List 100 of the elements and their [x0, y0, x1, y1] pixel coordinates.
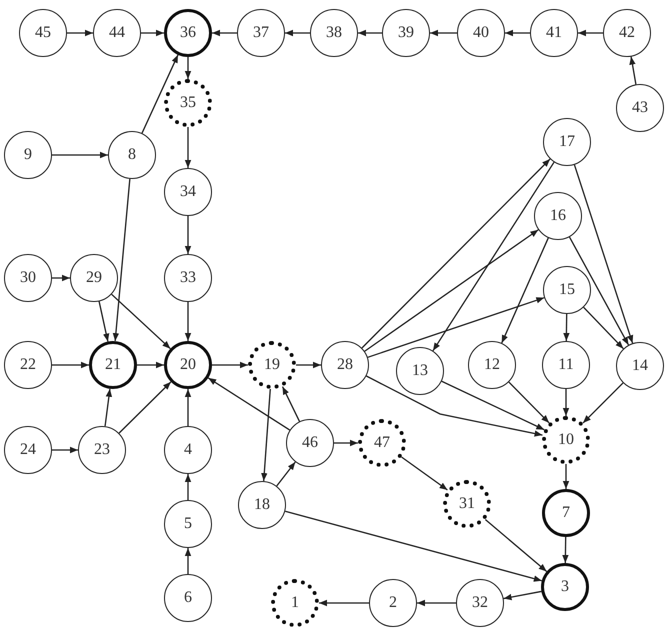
arrow: [118, 381, 172, 434]
arrow: [52, 152, 108, 158]
graph-node-circle: [468, 341, 516, 389]
arrow: [358, 30, 382, 36]
graph-node-circle: [4, 131, 52, 179]
node-label: 28: [337, 356, 353, 374]
arrow: [52, 446, 78, 454]
graph-node-circle: [456, 579, 504, 627]
node-label: 31: [459, 495, 475, 513]
node-label: 22: [20, 356, 36, 374]
node-label: 3: [561, 578, 569, 596]
graph-node-circle: [382, 9, 430, 57]
node-label: 36: [180, 24, 196, 42]
graph-node-circle: [164, 341, 212, 389]
arrow: [366, 375, 543, 437]
node-label: 30: [20, 269, 36, 287]
arrow: [184, 216, 192, 254]
arrow: [104, 388, 112, 426]
arrow: [441, 380, 545, 430]
graph-node-circle: [238, 481, 286, 529]
node-label: 24: [20, 441, 36, 459]
arrow: [276, 462, 296, 486]
arrow: [212, 362, 248, 368]
graph-node-circle: [19, 9, 67, 57]
node-label: 20: [180, 356, 196, 374]
node-label: 33: [180, 269, 196, 287]
arrow: [562, 389, 570, 416]
node-label: 47: [374, 434, 390, 452]
arrow: [432, 162, 555, 352]
arrow: [583, 306, 624, 350]
node-label: 34: [180, 183, 196, 201]
node-label: 6: [184, 589, 192, 607]
graph-node-circle: [603, 9, 651, 57]
node-label: 46: [302, 434, 318, 452]
node-label: 45: [35, 24, 51, 42]
node-label: 1: [291, 594, 299, 612]
graph-node-circle: [164, 168, 212, 216]
arrow: [508, 382, 550, 424]
graph-node-circle: [616, 342, 664, 390]
arrow: [212, 30, 237, 36]
node-label: 14: [632, 357, 648, 375]
arrow: [208, 377, 290, 431]
arrow: [184, 302, 192, 341]
node-label: 5: [184, 515, 192, 533]
node-label: 37: [253, 24, 269, 42]
arrow: [184, 57, 192, 79]
arrow: [417, 600, 456, 606]
node-label: 7: [562, 504, 570, 522]
arrow: [111, 294, 171, 350]
node-label: 42: [619, 24, 635, 42]
graph-node-circle: [164, 500, 212, 548]
node-label: 11: [558, 356, 574, 374]
node-label: 23: [94, 441, 110, 459]
arrow: [574, 164, 634, 344]
graph-node-circle: [164, 574, 212, 622]
graph-node-circle: [543, 266, 591, 314]
arrow: [368, 297, 544, 358]
node-label: 41: [546, 24, 562, 42]
graph-node-circle: [543, 118, 591, 166]
arrow: [285, 30, 310, 36]
node-label: 21: [105, 356, 121, 374]
graph-node-circle: [164, 254, 212, 302]
node-label: 38: [326, 24, 342, 42]
node-label: 8: [128, 146, 136, 164]
node-label: 39: [398, 24, 414, 42]
node-label: 18: [254, 496, 270, 514]
arrow: [282, 386, 300, 422]
arrow: [578, 30, 603, 36]
graph-node-circle: [542, 489, 590, 537]
graph-node-circle: [457, 9, 505, 57]
node-label: 43: [632, 99, 648, 117]
graph-node-circle: [530, 9, 578, 57]
node-label: 44: [109, 24, 125, 42]
graph-node-circle: [78, 426, 126, 474]
arrow: [401, 456, 448, 491]
node-label: 29: [86, 269, 102, 287]
arrow: [141, 30, 164, 36]
graph-node-circle: [534, 192, 582, 240]
arrow: [261, 388, 271, 482]
arrow: [52, 362, 89, 368]
graph-node-circle: [542, 341, 590, 389]
arrow: [137, 362, 164, 368]
graph-node-circle: [321, 341, 369, 389]
graph-node-circle: [89, 341, 137, 389]
arrow: [98, 301, 110, 342]
node-label: 32: [472, 594, 488, 612]
graph-node-circle: [310, 9, 358, 57]
arrow: [364, 229, 539, 352]
arrow: [361, 158, 551, 348]
arrow: [285, 510, 542, 582]
arrow: [484, 519, 548, 572]
graph-node-circle: [541, 563, 589, 611]
graph-node-circle: [237, 9, 285, 57]
node-label: 15: [559, 281, 575, 299]
graph-node-circle: [4, 426, 52, 474]
arrow: [334, 440, 358, 446]
arrow: [112, 178, 130, 342]
node-label: 35: [180, 94, 196, 112]
graph-node-circle: [4, 341, 52, 389]
arrow: [562, 464, 570, 489]
